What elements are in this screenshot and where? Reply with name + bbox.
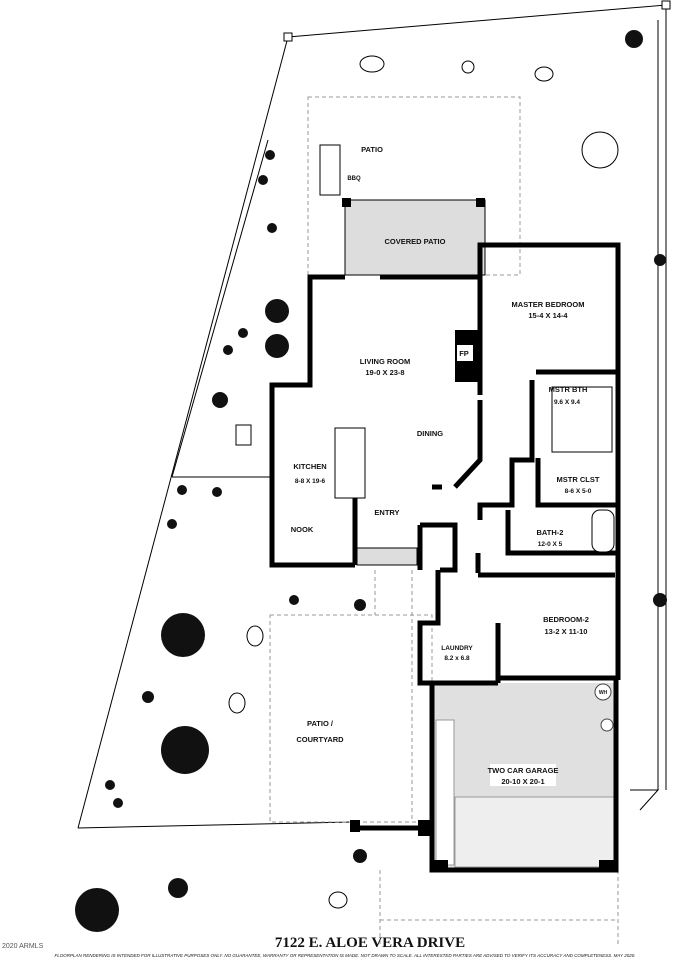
room-size-garage: 20-10 X 20-1: [501, 777, 544, 786]
room-label-courtyard-2: COURTYARD: [296, 735, 344, 744]
room-label-entry: ENTRY: [374, 508, 399, 517]
room-label-living-room: LIVING ROOM: [360, 357, 410, 366]
shower: [551, 386, 613, 453]
disclaimer: FLOORPLAN RENDERING IS INTENDED FOR ILLU…: [55, 953, 636, 958]
courtyard-area: [269, 614, 433, 823]
room-label-patio: PATIO: [361, 145, 383, 154]
room-label-nook: NOOK: [291, 525, 314, 534]
landscaping: [75, 30, 667, 932]
room-label-master-bath: MSTR BTH: [549, 385, 588, 394]
room-label-dining: DINING: [417, 429, 443, 438]
room-label-fireplace: FP: [459, 349, 469, 358]
front-porch: [356, 547, 418, 566]
room-size-master-bath: 9.6 X 9.4: [554, 399, 580, 406]
room-label-courtyard: PATIO /: [307, 719, 334, 728]
room-size-laundry: 8.2 x 6.8: [444, 655, 470, 662]
patio-area: [307, 96, 521, 276]
room-label-laundry: LAUNDRY: [441, 645, 473, 652]
room-size-bedroom2: 13-2 X 11-10: [545, 627, 588, 636]
room-label-master-bedroom: MASTER BEDROOM: [512, 300, 585, 309]
room-size-bath2: 12-0 X 5: [538, 541, 563, 548]
room-label-bbq: BBQ: [347, 176, 361, 182]
lot-boundary: [77, 0, 671, 829]
room-label-bath2: BATH-2: [537, 528, 564, 537]
room-size-kitchen: 8-8 X 19-6: [295, 478, 326, 485]
room-label-kitchen: KITCHEN: [293, 462, 326, 471]
room-size-master-bedroom: 15-4 X 14-4: [528, 311, 568, 320]
bbq: [319, 144, 341, 196]
label-water-heater: WH: [599, 690, 608, 696]
copyright: 2020 ARMLS: [2, 943, 44, 950]
room-label-master-closet: MSTR CLST: [557, 475, 600, 484]
room-label-bedroom2: BEDROOM-2: [543, 615, 589, 624]
address: 7122 E. ALOE VERA DRIVE: [275, 935, 465, 951]
room-size-master-closet: 8-6 X 5-0: [565, 488, 592, 495]
room-size-living-room: 19-0 X 23-8: [365, 368, 404, 377]
walls: [269, 242, 621, 873]
covered-patio-area: [344, 199, 486, 276]
room-label-garage: TWO CAR GARAGE: [488, 766, 559, 775]
bathtub: [591, 509, 615, 553]
water-heater: [594, 683, 612, 701]
room-label-covered-patio: COVERED PATIO: [385, 237, 446, 246]
